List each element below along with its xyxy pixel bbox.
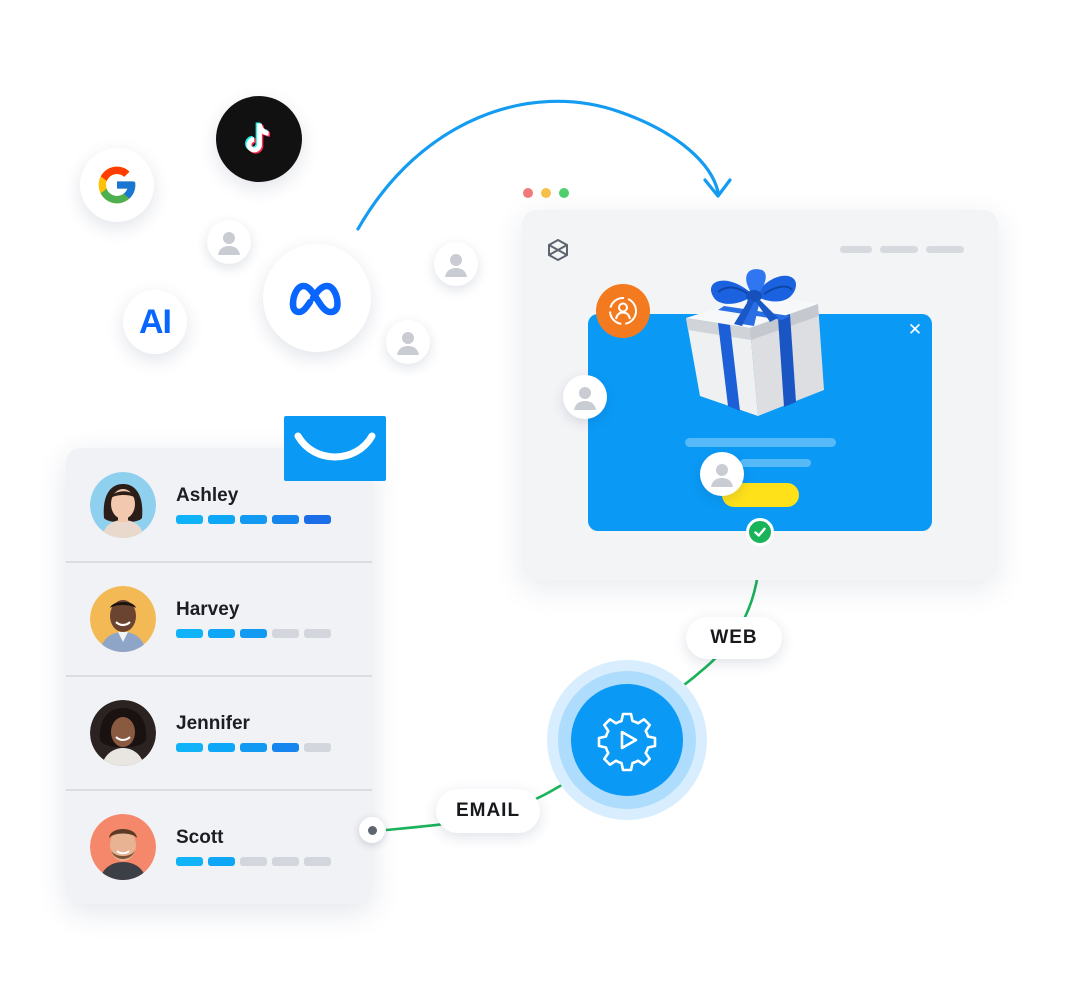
- contact-row-scott[interactable]: Scott: [66, 790, 372, 903]
- engagement-bar: [176, 857, 331, 866]
- engagement-segment: [304, 857, 331, 866]
- window-dot-green: [559, 188, 569, 198]
- meta-logo-icon: [289, 282, 341, 316]
- contact-row-ashley[interactable]: Ashley: [66, 448, 372, 561]
- nav-placeholder: [880, 246, 918, 253]
- contact-name: Jennifer: [176, 713, 250, 734]
- engagement-segment: [304, 515, 331, 524]
- engagement-segment: [272, 743, 299, 752]
- user-placeholder-avatar: [207, 220, 251, 264]
- contact-row-harvey[interactable]: Harvey: [66, 562, 372, 675]
- engagement-segment: [176, 743, 203, 752]
- browser-nav: [840, 246, 964, 253]
- user-icon: [218, 232, 240, 255]
- engagement-segment: [176, 515, 203, 524]
- email-connector-node[interactable]: [359, 817, 385, 843]
- web-label-text: WEB: [710, 627, 758, 648]
- engagement-segment: [240, 515, 267, 524]
- tiktok-logo-icon: [245, 122, 271, 154]
- engagement-segment: [240, 857, 267, 866]
- avatar: [90, 472, 156, 538]
- engagement-segment: [208, 857, 235, 866]
- avatar: [90, 814, 156, 880]
- google-logo-icon: [98, 166, 136, 204]
- engagement-segment: [240, 743, 267, 752]
- engagement-segment: [272, 515, 299, 524]
- check-icon: [754, 527, 766, 537]
- user-refresh-icon: [609, 297, 637, 325]
- flow-arrow: [356, 99, 720, 231]
- ai-label: AI: [139, 302, 172, 341]
- person-photo: [90, 814, 156, 880]
- success-check-badge: [746, 518, 774, 546]
- user-icon: [711, 464, 733, 487]
- getresponse-mail-icon: [284, 416, 386, 481]
- web-channel-label: WEB: [686, 617, 782, 659]
- close-icon[interactable]: ✕: [907, 320, 923, 340]
- engagement-bar: [176, 743, 331, 752]
- engagement-segment: [304, 629, 331, 638]
- engagement-segment: [176, 629, 203, 638]
- engagement-segment: [176, 857, 203, 866]
- segment-badge: [596, 284, 650, 338]
- nav-placeholder: [840, 246, 872, 253]
- avatar: [90, 700, 156, 766]
- automation-gear-play-icon: [597, 712, 657, 772]
- user-placeholder-avatar: [700, 452, 744, 496]
- nav-placeholder: [926, 246, 964, 253]
- person-photo: [90, 700, 156, 766]
- person-photo: [90, 472, 156, 538]
- user-placeholder-avatar: [563, 375, 607, 419]
- engagement-segment: [240, 629, 267, 638]
- row-divider: [66, 561, 372, 563]
- engagement-segment: [208, 629, 235, 638]
- engagement-segment: [272, 857, 299, 866]
- popup-text-placeholder: [685, 438, 836, 447]
- window-controls: [523, 188, 569, 198]
- contacts-panel: Ashley Harvey: [66, 448, 372, 904]
- email-channel-label: EMAIL: [436, 789, 540, 833]
- user-placeholder-avatar: [434, 242, 478, 286]
- window-dot-red: [523, 188, 533, 198]
- flow-arrowhead: [703, 178, 732, 198]
- popup-text-placeholder: [740, 459, 811, 467]
- user-icon: [445, 254, 467, 277]
- window-dot-yellow: [541, 188, 551, 198]
- mail-smile-icon: [294, 432, 376, 461]
- app-logo-icon: [548, 238, 568, 262]
- engagement-bar: [176, 515, 331, 524]
- engagement-segment: [272, 629, 299, 638]
- contact-name: Ashley: [176, 485, 239, 506]
- ai-badge: AI: [123, 290, 187, 354]
- meta-badge: [263, 244, 371, 352]
- gift-box-icon: [686, 269, 824, 416]
- user-icon: [397, 332, 419, 355]
- row-divider: [66, 789, 372, 791]
- google-badge: [80, 148, 154, 222]
- contact-name: Scott: [176, 827, 224, 848]
- avatar: [90, 586, 156, 652]
- engagement-segment: [208, 743, 235, 752]
- engagement-segment: [304, 743, 331, 752]
- tiktok-badge: [216, 96, 302, 182]
- connector-node-center: [367, 825, 377, 835]
- contact-name: Harvey: [176, 599, 240, 620]
- row-divider: [66, 675, 372, 677]
- engagement-segment: [208, 515, 235, 524]
- user-placeholder-avatar: [386, 320, 430, 364]
- engagement-bar: [176, 629, 331, 638]
- person-photo: [90, 586, 156, 652]
- contact-row-jennifer[interactable]: Jennifer: [66, 676, 372, 789]
- email-label-text: EMAIL: [455, 800, 521, 821]
- automation-hub[interactable]: [571, 684, 683, 796]
- user-icon: [574, 387, 596, 410]
